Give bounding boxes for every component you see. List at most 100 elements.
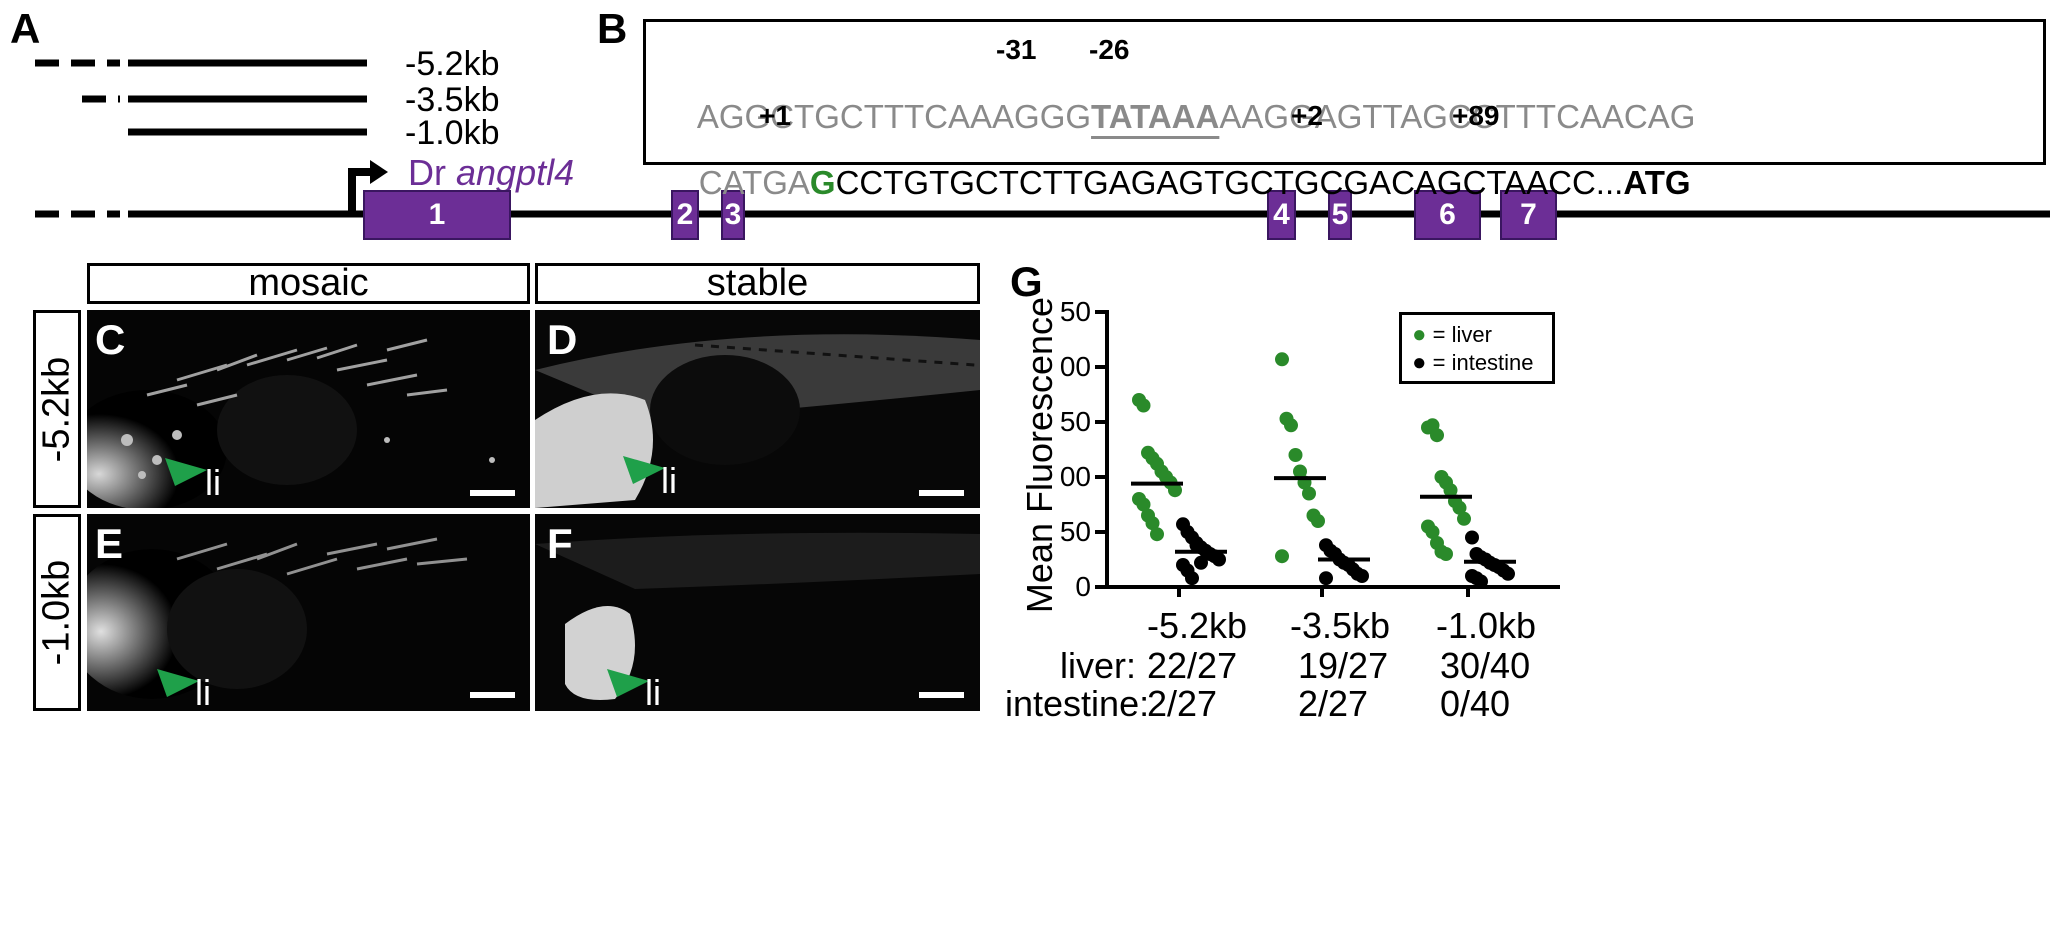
position-marker-minus31: -31: [996, 34, 1037, 65]
table-cell: 2/27: [1298, 683, 1369, 724]
panel-label-d: D: [547, 316, 578, 363]
data-point-liver: [1136, 497, 1151, 512]
exon-6: 6: [1414, 190, 1481, 240]
category-label: -3.5kb: [1290, 605, 1391, 646]
category-label: -1.0kb: [1436, 605, 1537, 646]
column-header-mosaic: mosaic: [87, 262, 530, 304]
sequence-box: -31 -26 AGGCTGCTTTCAAAGGGTATAAAAAGGAGTTA…: [643, 19, 2046, 201]
upstream-sequence: CATGA: [698, 164, 810, 201]
data-point-intestine: [1212, 552, 1226, 567]
y-tick-label: 50: [1060, 516, 1091, 547]
data-point-intestine: [1465, 530, 1479, 545]
scale-bar: [919, 692, 964, 698]
gene-label: Dr angptl4: [408, 152, 574, 194]
construct-label: -5.2kb: [405, 45, 500, 83]
row-header-label: -5.2kb: [35, 356, 78, 462]
liver-label: li: [195, 672, 211, 711]
row-header-label: -1.0kb: [35, 559, 78, 666]
table-cell: 0/40: [1440, 683, 1511, 724]
legend-label-liver: = liver: [1432, 322, 1492, 347]
data-point-liver: [1452, 500, 1467, 515]
position-marker-plus89: +89: [1452, 100, 1500, 131]
position-marker-minus26: -26: [1089, 34, 1130, 65]
panel-label-c: C: [95, 316, 126, 363]
legend-label-intestine: = intestine: [1432, 350, 1534, 375]
y-tick-label: 0: [1075, 571, 1091, 602]
exon-4: 4: [1267, 190, 1296, 240]
data-point-intestine: [1474, 574, 1488, 589]
data-point-liver: [1439, 547, 1453, 561]
data-point-liver: [1302, 486, 1316, 501]
legend-marker-liver: ●: [1412, 321, 1427, 348]
y-tick-label: 150: [1060, 406, 1091, 437]
exon-7: 7: [1500, 190, 1557, 240]
legend-marker-intestine: ●: [1412, 349, 1427, 376]
row-header-1-0kb: -1.0kb: [33, 514, 81, 711]
tss-nucleotide: G: [809, 164, 836, 201]
data-point-liver: [1443, 483, 1458, 498]
construct-diagram: [35, 59, 367, 136]
tss-arrowhead-icon: [370, 160, 388, 184]
sequence-line-2: CATGAGCCTGTGCTCTTGAGAGTGCTGCGACAGCTAACC.…: [662, 126, 1691, 240]
column-header-stable: stable: [535, 262, 980, 304]
liver-label: li: [645, 672, 661, 711]
data-point-intestine: [1189, 538, 1204, 553]
data-point-liver: [1168, 483, 1182, 498]
column-header-label: stable: [706, 262, 809, 304]
data-point-liver: [1425, 525, 1440, 539]
data-point-liver: [1275, 352, 1289, 367]
upstream-sequence: AGGCTGCTTTCAAAGGG: [696, 98, 1092, 135]
table-cell: 22/27: [1147, 645, 1238, 686]
y-tick-label: 100: [1060, 461, 1091, 492]
data-point-liver: [1275, 549, 1289, 564]
column-header-label: mosaic: [248, 262, 369, 304]
construct-label: -3.5kb: [405, 81, 500, 119]
scatter-chart: 050100150200250: [1060, 300, 1560, 602]
data-point-intestine: [1185, 571, 1199, 586]
exon-5: 5: [1328, 190, 1352, 240]
table-cell: 19/27: [1298, 645, 1389, 686]
panel-label-b: B: [597, 5, 628, 52]
micrograph-stable-5-2kb: D li: [535, 310, 980, 508]
data-point-liver: [1136, 398, 1151, 413]
data-point-liver: [1293, 464, 1307, 479]
micrograph-stable-1-0kb: F li: [535, 514, 980, 711]
data-point-liver: [1311, 514, 1325, 528]
chart-legend: ● = liver ● = intestine: [1399, 312, 1555, 384]
gene-name: angptl4: [456, 152, 575, 193]
liver-label: li: [205, 462, 221, 503]
larva-image: [535, 310, 980, 508]
gene-prefix: Dr: [408, 152, 456, 193]
data-point-intestine: [1355, 569, 1369, 583]
category-label: -5.2kb: [1147, 605, 1248, 646]
micrograph-mosaic-5-2kb: C li: [87, 310, 530, 508]
larva-image: [87, 310, 530, 508]
data-point-liver: [1284, 418, 1298, 433]
scale-bar: [470, 490, 515, 496]
panel-label-f: F: [547, 520, 573, 567]
data-point-liver: [1430, 428, 1444, 443]
data-point-intestine: [1319, 571, 1333, 586]
start-codon: ATG: [1623, 164, 1691, 201]
larva-image: [87, 514, 530, 711]
construct-label: -1.0kb: [405, 114, 500, 152]
data-point-liver: [1150, 527, 1164, 542]
table-cell: 2/27: [1147, 683, 1218, 724]
legend-entry-intestine: ● = intestine: [1412, 349, 1542, 377]
data-point-liver: [1145, 516, 1160, 531]
data-point-liver: [1288, 448, 1303, 462]
exon-3: 3: [721, 190, 745, 240]
y-axis-label-text: Mean Fluorescence: [1019, 296, 1060, 614]
data-point-intestine: [1501, 566, 1515, 581]
liver-arrowhead-icon: [623, 456, 665, 484]
legend-entry-liver: ● = liver: [1412, 321, 1542, 349]
scale-bar: [919, 490, 964, 496]
panel-label-g: G: [1010, 258, 1043, 305]
panel-label-e: E: [95, 520, 124, 567]
table-row-label: liver:: [1060, 645, 1137, 686]
data-point-liver: [1457, 511, 1471, 526]
liver-arrowhead-icon: [165, 458, 207, 486]
scale-bar: [470, 692, 515, 698]
liver-arrowhead-icon: [607, 669, 649, 697]
sequence-line-1: AGGCTGCTTTCAAAGGGTATAAAAAGGAGTTAGCCTTTCA…: [662, 60, 1696, 174]
